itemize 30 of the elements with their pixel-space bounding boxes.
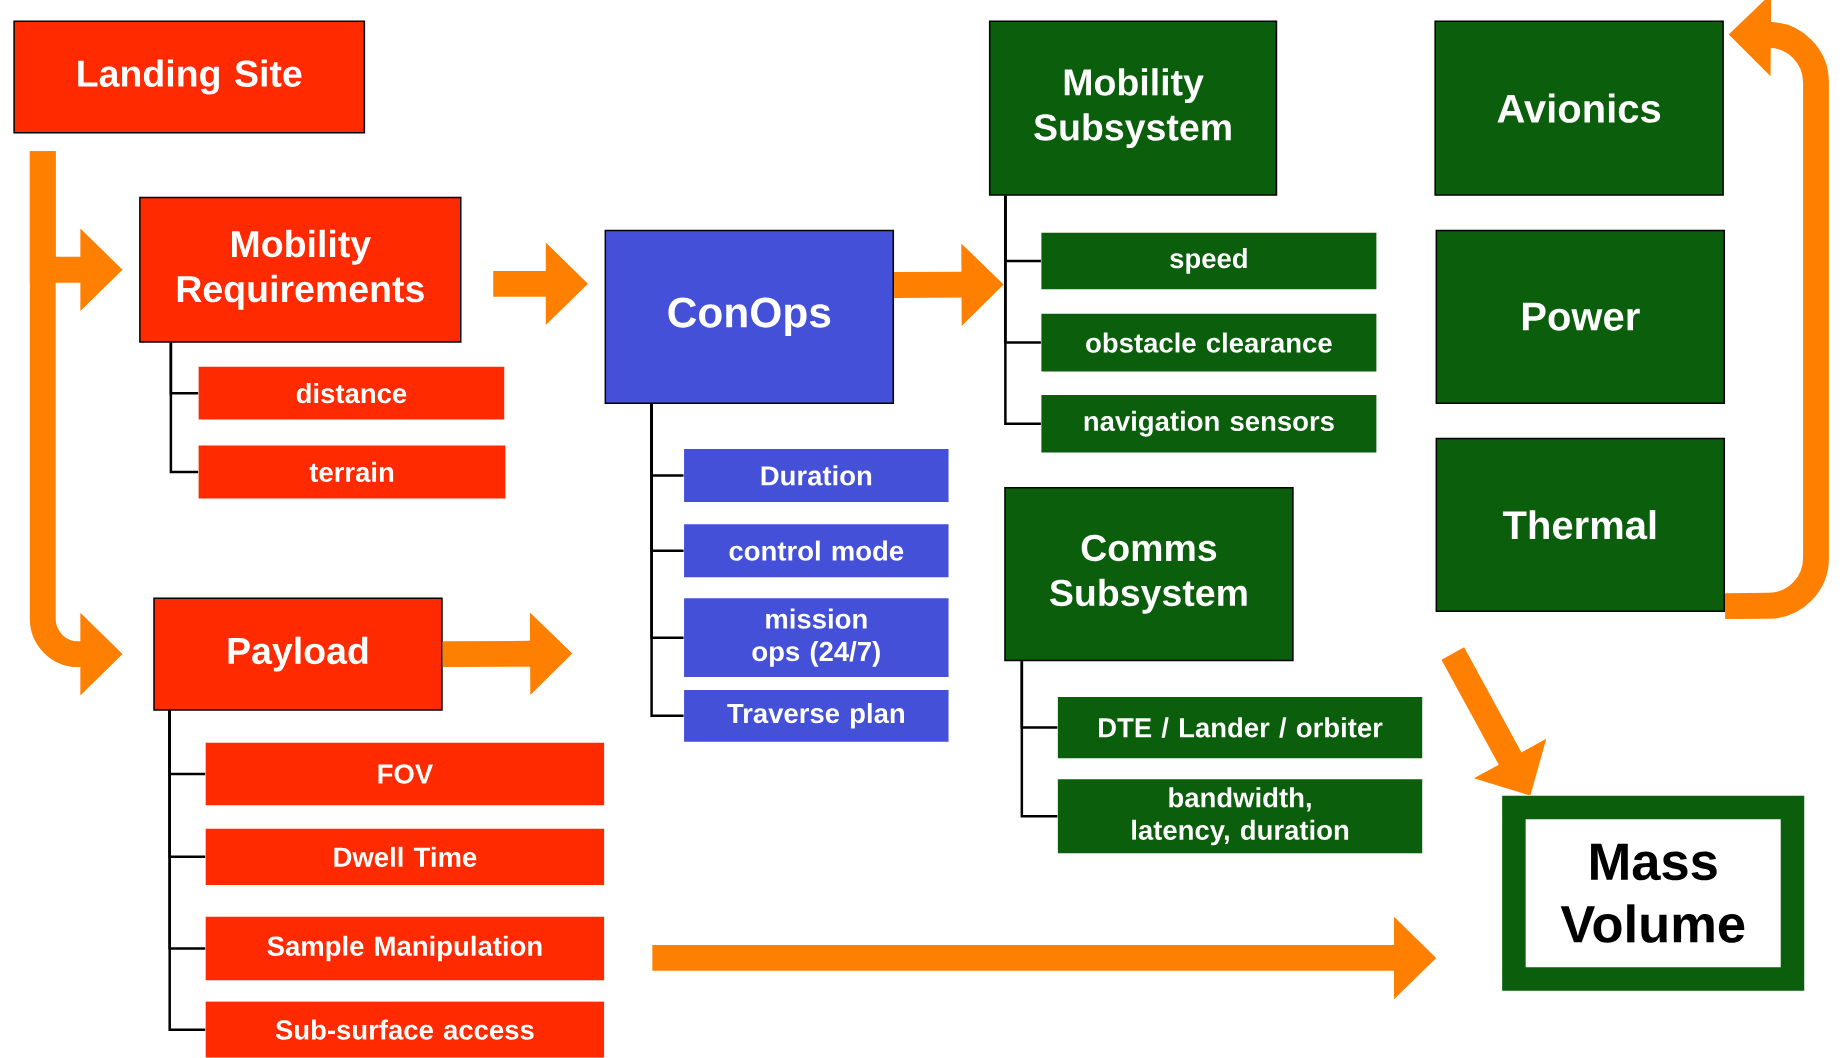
- category-box: Power: [1435, 229, 1726, 404]
- attribute-box: distance: [198, 366, 505, 420]
- category-box: Mobility Subsystem: [988, 20, 1278, 196]
- attribute-box: terrain: [198, 445, 506, 499]
- attribute-box: Sub-surface access: [205, 1001, 605, 1058]
- attribute-box: bandwidth, latency, duration: [1057, 779, 1423, 854]
- tree-connector: [650, 404, 684, 718]
- category-box: Mobility Requirements: [139, 196, 462, 343]
- attribute-box: navigation sensors: [1041, 395, 1377, 453]
- attribute-box: control mode: [684, 524, 949, 578]
- attribute-box: obstacle clearance: [1041, 313, 1377, 372]
- attribute-box: Duration: [684, 449, 949, 502]
- tree-connector: [169, 342, 199, 474]
- attribute-box: Dwell Time: [205, 828, 605, 886]
- category-box: ConOps: [604, 229, 895, 404]
- attribute-box: mission ops (24/7): [684, 598, 949, 678]
- attribute-box: DTE / Lander / orbiter: [1057, 697, 1423, 759]
- attribute-box: FOV: [205, 742, 605, 806]
- attribute-box: Traverse plan: [684, 690, 949, 742]
- category-box: Comms Subsystem: [1004, 487, 1294, 662]
- category-box: Landing Site: [13, 20, 366, 134]
- tree-connector: [1020, 661, 1058, 818]
- category-box: Payload: [153, 597, 443, 711]
- tree-connector: [168, 710, 206, 1031]
- result-box: Mass Volume: [1502, 795, 1805, 991]
- category-box: Avionics: [1434, 20, 1724, 196]
- category-box: Thermal: [1435, 437, 1726, 612]
- attribute-box: Sample Manipulation: [205, 916, 605, 981]
- tree-connector: [1004, 195, 1041, 426]
- attribute-box: speed: [1041, 232, 1377, 290]
